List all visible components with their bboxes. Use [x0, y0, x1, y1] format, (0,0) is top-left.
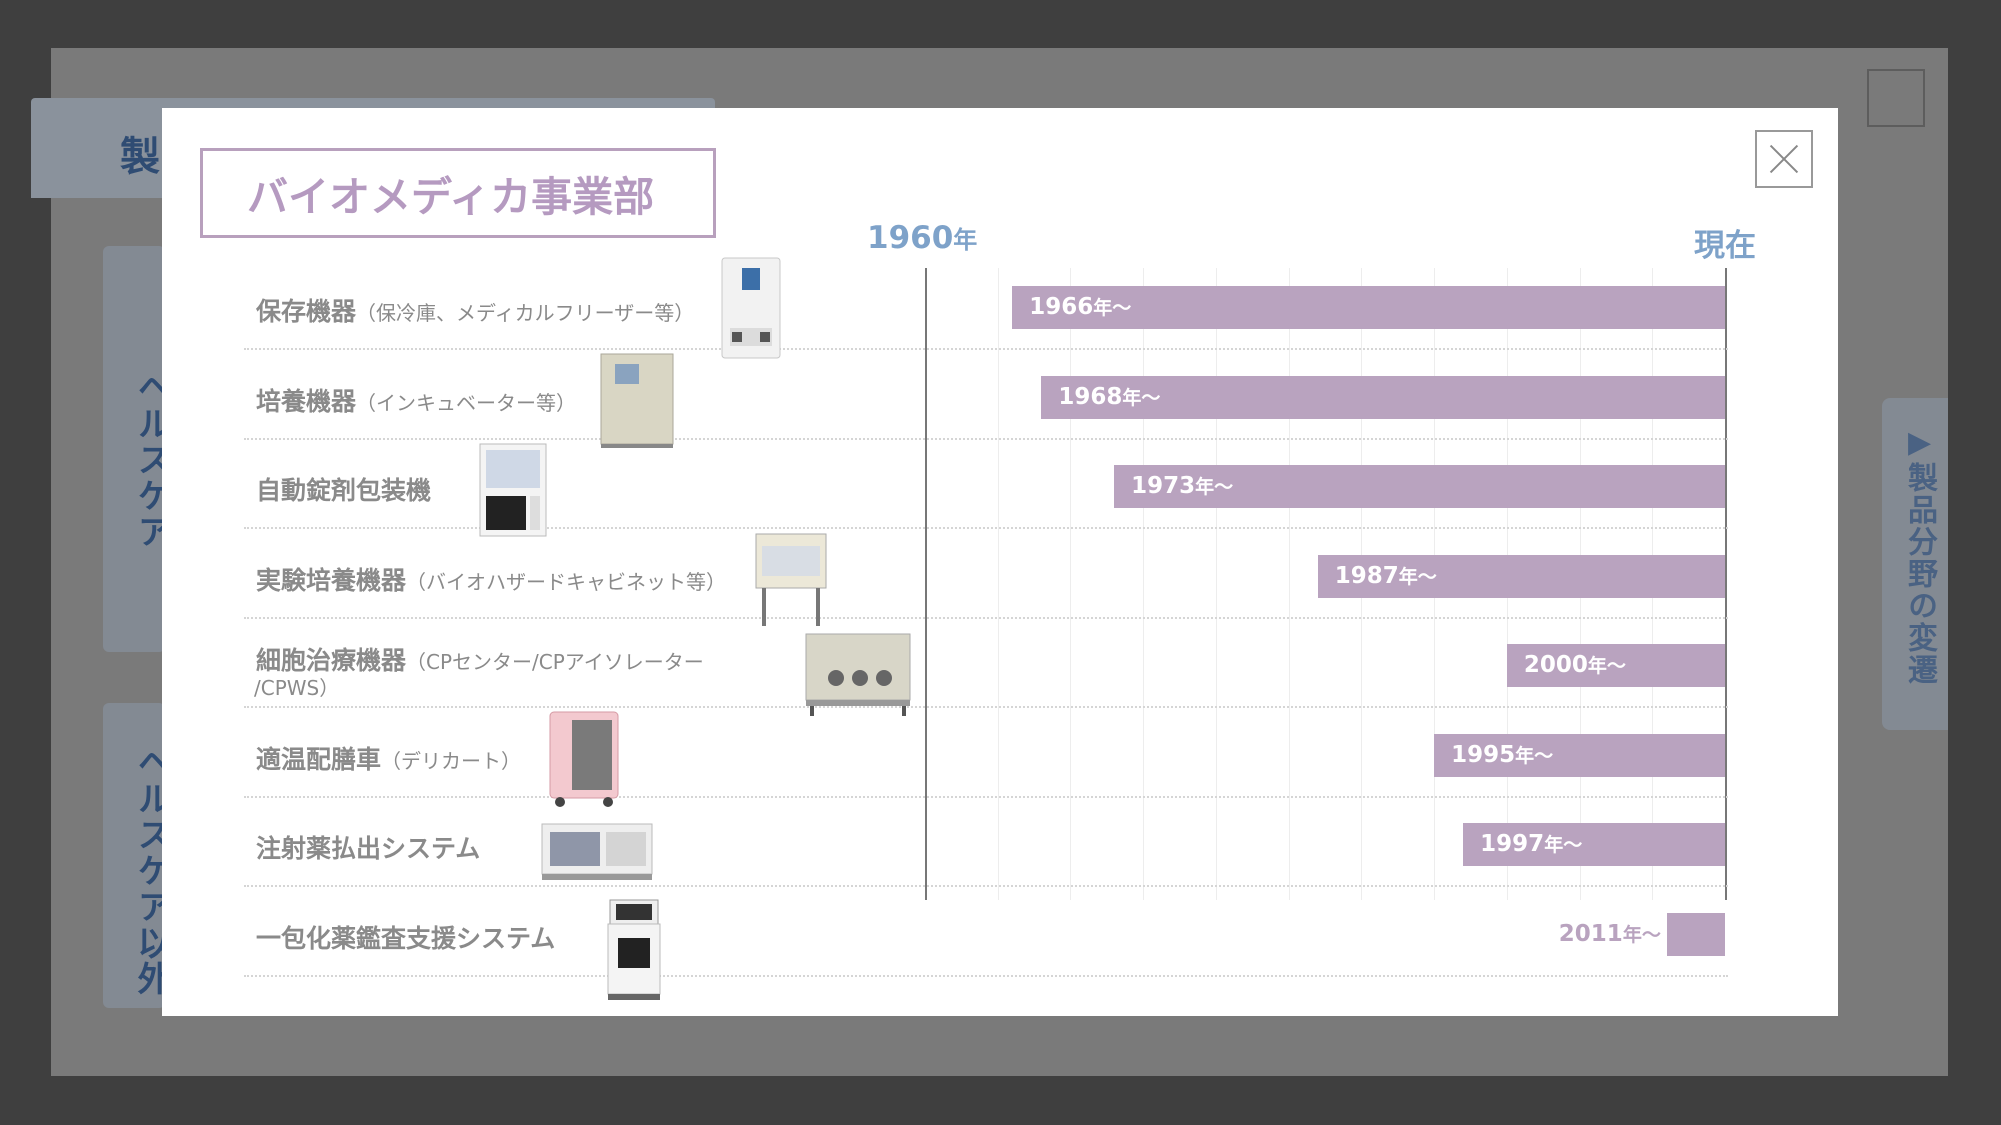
timeline-bar	[1317, 554, 1725, 598]
row-label-detail: （デリカート）	[381, 748, 522, 773]
axis-end-label: 現在	[1694, 228, 1756, 264]
axis-start-line	[925, 268, 927, 900]
bar-label: 1987年～	[1335, 555, 1437, 598]
timeline-bar	[1434, 733, 1725, 777]
timeline-bar	[1041, 375, 1725, 419]
bar-label: 1973年～	[1131, 465, 1233, 508]
bar-label: 1966年～	[1029, 286, 1131, 329]
bar-label-suffix: 年～	[1587, 655, 1626, 677]
row-label-name: 細胞治療機器	[256, 646, 407, 675]
bar-label-year: 1973	[1131, 473, 1196, 499]
row-label: 自動錠剤包装機	[256, 478, 431, 504]
row-label-name: 実験培養機器	[256, 565, 407, 595]
row-label-detail: （バイオハザードキャビネット等）	[406, 569, 727, 594]
row-label-name: 自動錠剤包装機	[256, 476, 432, 505]
row-label-detail: （CPセンター/CPアイソレーター	[406, 650, 704, 674]
axis-start-label: 1960年	[867, 220, 977, 256]
bar-label-suffix: 年～	[1622, 923, 1661, 946]
row-separator	[244, 527, 1728, 529]
row-separator	[244, 706, 1728, 708]
row-label: 実験培養機器（バイオハザードキャビネット等）	[256, 565, 727, 595]
inspection-support-system-image	[604, 898, 664, 1002]
background-right-tab-label: ▶製品分野の変遷	[1902, 425, 1937, 686]
injection-dispensing-system-image	[540, 814, 654, 884]
cell-therapy-isolator-image	[800, 628, 916, 718]
timeline-bar	[1463, 823, 1725, 866]
timeline-bar	[1506, 644, 1725, 687]
bar-label-suffix: 年～	[1093, 297, 1132, 319]
axis-end-line	[1725, 268, 1727, 900]
row-label-name: 一包化薬鑑査支援システム	[256, 923, 556, 953]
bar-label-suffix: 年～	[1515, 744, 1554, 767]
bar-label: 1997年～	[1480, 823, 1582, 866]
row-label: 保存機器（保冷庫、メディカルフリーザー等）	[256, 299, 694, 326]
background-close-icon	[1867, 69, 1925, 127]
freezer-product-image	[720, 256, 782, 364]
bar-label: 1995年～	[1451, 734, 1553, 777]
incubator-product-image	[597, 350, 677, 450]
grid-line	[1143, 268, 1145, 900]
bar-label: 2000年～	[1524, 644, 1626, 687]
close-button[interactable]	[1755, 130, 1813, 188]
biohazard-cabinet-image	[754, 532, 828, 628]
bar-label-year: 1966	[1029, 294, 1094, 320]
row-label: 細胞治療機器（CPセンター/CPアイソレーター/CPWS）	[254, 646, 704, 701]
bar-label-suffix: 年～	[1195, 476, 1234, 498]
row-label: 注射薬払出システム	[256, 836, 480, 862]
bar-label-year: 2000	[1523, 652, 1588, 678]
grid-line	[1215, 268, 1217, 900]
row-separator	[244, 885, 1728, 887]
bar-label: 2011年～	[1559, 913, 1661, 956]
row-label-detail-continued: /CPWS）	[254, 676, 340, 700]
row-label: 培養機器（インキュベーター等）	[256, 386, 577, 416]
background-right-tab	[1882, 398, 1948, 730]
tablet-packaging-machine-image	[478, 442, 548, 538]
row-label-name: 注射薬払出システム	[256, 834, 481, 863]
food-cart-product-image	[546, 708, 624, 808]
background-tab-title: 製	[120, 134, 160, 180]
bar-label-year: 2011	[1558, 920, 1623, 947]
bar-label-suffix: 年～	[1544, 834, 1583, 856]
bar-label-year: 1995	[1451, 741, 1516, 768]
row-label-detail: （保冷庫、メディカルフリーザー等）	[356, 301, 695, 325]
grid-line	[1288, 268, 1290, 900]
timeline-modal: バイオメディカ事業部 1960年 現在 保存機器（保冷庫、メディカルフリーザー等…	[162, 108, 1838, 1016]
timeline-bar	[1012, 286, 1725, 329]
bar-label-suffix: 年～	[1398, 565, 1437, 588]
row-label-name: 培養機器	[256, 386, 357, 416]
bar-label-year: 1987	[1334, 562, 1399, 589]
row-label: 一包化薬鑑査支援システム	[256, 923, 556, 953]
row-label-name: 保存機器	[256, 297, 357, 326]
row-label-detail: （インキュベーター等）	[356, 390, 577, 415]
bar-label-suffix: 年～	[1122, 386, 1161, 409]
axis-start-suffix: 年	[953, 226, 978, 254]
timeline-bar	[1666, 912, 1725, 956]
row-separator	[244, 616, 1728, 619]
grid-line	[997, 268, 999, 900]
row-separator	[244, 437, 1728, 440]
bar-label-year: 1968	[1058, 383, 1123, 410]
bar-label-year: 1997	[1480, 831, 1545, 857]
row-separator	[244, 348, 1728, 350]
row-separator	[244, 795, 1728, 798]
row-label-name: 適温配膳車	[256, 744, 382, 774]
grid-line	[1070, 268, 1072, 900]
timeline-bar	[1114, 465, 1725, 508]
background-sidebar-healthcare	[103, 246, 165, 652]
row-label: 適温配膳車（デリカート）	[256, 744, 522, 774]
background-sidebar-other	[103, 703, 165, 1008]
row-separator	[244, 974, 1728, 977]
bar-label: 1968年～	[1058, 376, 1160, 419]
modal-title: バイオメディカ事業部	[200, 148, 716, 238]
axis-start-year: 1960	[867, 220, 954, 256]
